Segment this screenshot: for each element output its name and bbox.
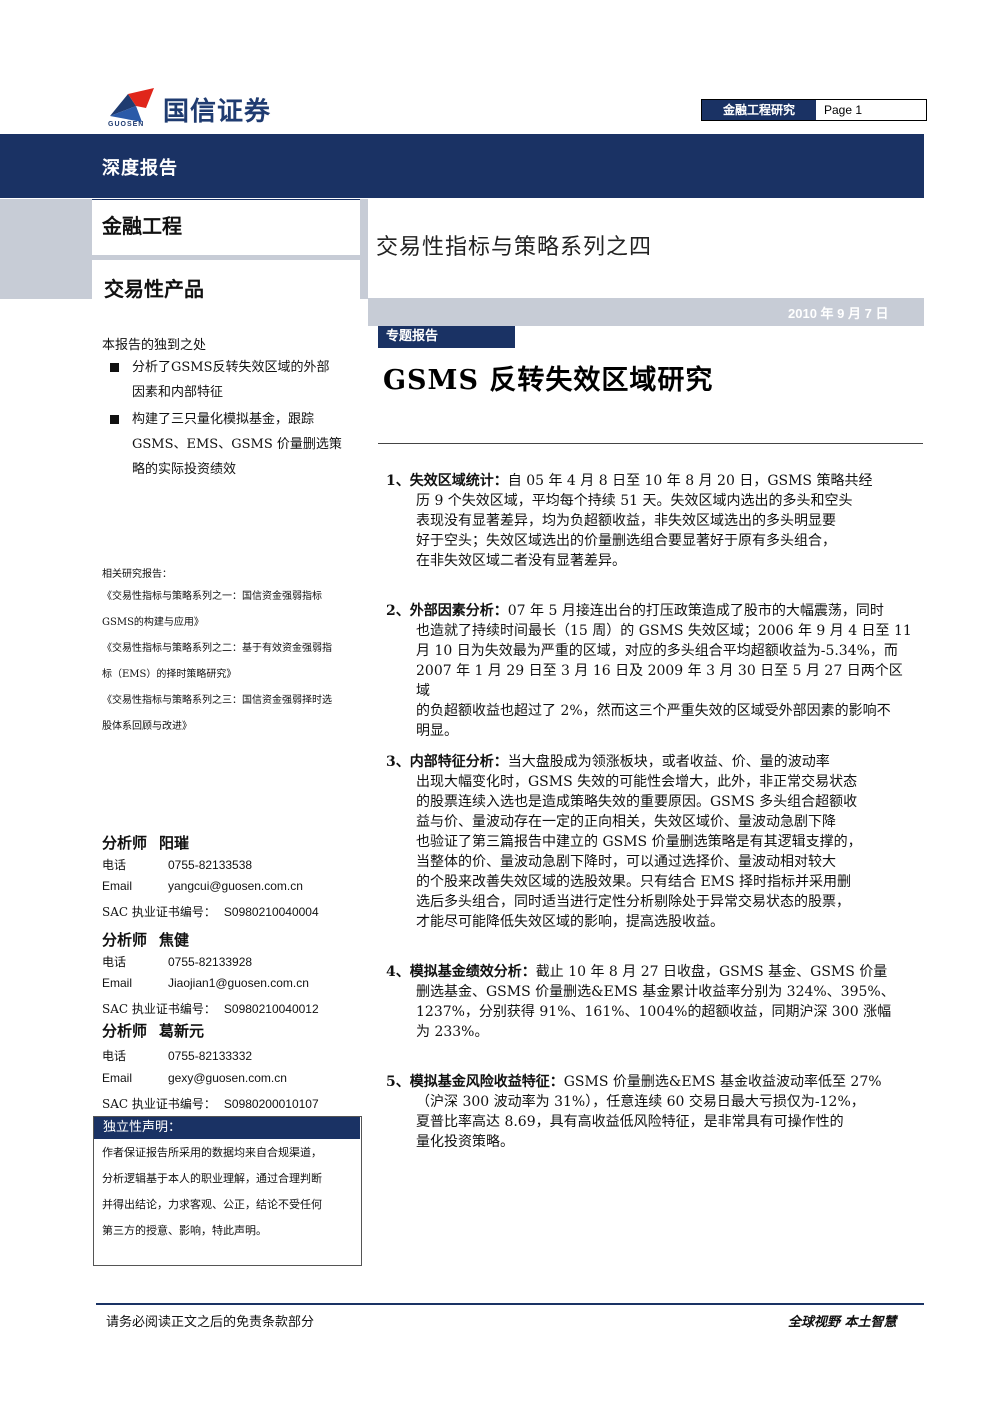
category-primary: 金融工程 xyxy=(102,214,182,238)
left-grey-band xyxy=(0,199,92,299)
analyst-sac: SAC 执业证书编号：S0980210040012 xyxy=(102,1002,319,1016)
related-report-line: 股体系回顾与改进》 xyxy=(102,721,192,732)
special-report-tag: 专题报告 xyxy=(378,326,515,348)
related-reports-list: 《交易性指标与策略系列之一：国信资金强弱指标 GSMS的构建与应用》 《交易性指… xyxy=(102,584,357,740)
footer-divider xyxy=(96,1303,924,1305)
unique-point-item: 构建了三只量化模拟基金，跟踪 GSMS、EMS、GSMS 价量删选策 略的实际投… xyxy=(110,407,355,482)
unique-point-line: 构建了三只量化模拟基金，跟踪 xyxy=(132,412,315,427)
unique-point-line: GSMS、EMS、GSMS 价量删选策 xyxy=(132,437,342,452)
declaration-body: 作者保证报告所采用的数据均来自合规渠道， 分析逻辑基于本人的职业理解，通过合理判… xyxy=(102,1140,357,1244)
analyst-name: 葛新元 xyxy=(159,1022,205,1040)
related-report-line: 标（EMS）的择时策略研究》 xyxy=(102,669,237,680)
unique-point-line: 略的实际投资绩效 xyxy=(132,462,237,477)
related-report-line: GSMS的构建与应用》 xyxy=(102,617,204,628)
footer-disclaimer: 请务必阅读正文之后的免责条款部分 xyxy=(106,1315,315,1330)
category-secondary: 交易性产品 xyxy=(104,277,204,301)
unique-point-item: 分析了GSMS反转失效区域的外部 因素和内部特征 xyxy=(110,355,355,405)
related-report-line: 《交易性指标与策略系列之一：国信资金强弱指标 xyxy=(102,591,322,602)
department-label: 金融工程研究 xyxy=(702,100,816,120)
category-box-primary xyxy=(92,199,360,256)
series-title: 交易性指标与策略系列之四 xyxy=(376,235,653,260)
related-report-line: 《交易性指标与策略系列之二：基于有效资金强弱指 xyxy=(102,643,332,654)
main-title: GSMS 反转失效区域研究 xyxy=(383,365,714,396)
declaration-heading: 独立性声明： xyxy=(94,1117,360,1139)
summary-point: 3、内部特征分析：当大盘股成为领涨板块，或者收益、价、量的波动率 出现大幅变化时… xyxy=(386,754,862,930)
declaration-line: 作者保证报告所采用的数据均来自合规渠道， xyxy=(102,1146,322,1159)
related-reports-heading: 相关研究报告： xyxy=(102,569,172,580)
report-type-banner xyxy=(0,134,924,198)
analyst-name-row: 分析师阳璀 xyxy=(102,832,189,853)
footer-slogan: 全球视野 本土智慧 xyxy=(788,1315,897,1330)
header-info-box: 金融工程研究 Page 1 xyxy=(701,99,927,121)
declaration-line: 并得出结论，力求客观、公正，结论不受任何 xyxy=(102,1198,322,1211)
analyst-role: 分析师 xyxy=(102,834,148,852)
declaration-line: 分析逻辑基于本人的职业理解，通过合理判断 xyxy=(102,1172,322,1185)
analyst-role: 分析师 xyxy=(102,931,148,949)
analyst-sac: SAC 执业证书编号：S0980200010107 xyxy=(102,1097,319,1111)
category-separator xyxy=(92,255,360,260)
guosen-logo-icon xyxy=(110,88,154,122)
summary-point: 2、外部因素分析：07 年 5 月接连出台的打压政策造成了股市的大幅震荡，同时 … xyxy=(386,603,912,739)
title-divider xyxy=(378,443,923,444)
report-type-title: 深度报告 xyxy=(102,158,178,179)
declaration-line: 第三方的授意、影响，特此声明。 xyxy=(102,1224,267,1237)
independence-declaration-box xyxy=(93,1116,362,1266)
bullet-square-icon xyxy=(110,363,119,372)
summary-point: 5、模拟基金风险收益特征：GSMS 价量删选&EMS 基金收益波动率低至 27%… xyxy=(386,1074,882,1150)
analyst-sac: SAC 执业证书编号：S0980210040004 xyxy=(102,905,319,919)
analyst-name-row: 分析师葛新元 xyxy=(102,1020,204,1041)
page-number: Page 1 xyxy=(824,103,863,117)
analyst-name-row: 分析师焦健 xyxy=(102,929,189,950)
date-band xyxy=(368,298,924,326)
analyst-name: 阳璀 xyxy=(159,834,190,852)
logo-english: GUOSEN xyxy=(108,121,145,128)
logo-text: 国信证券 xyxy=(163,96,272,126)
unique-points-heading: 本报告的独到之处 xyxy=(102,338,207,353)
analyst-role: 分析师 xyxy=(102,1022,148,1040)
analyst-name: 焦健 xyxy=(159,931,190,949)
related-report-line: 《交易性指标与策略系列之三：国信资金强弱择时选 xyxy=(102,695,332,706)
unique-point-line: 分析了GSMS反转失效区域的外部 xyxy=(132,360,330,375)
middle-grey-band xyxy=(360,199,368,299)
unique-point-line: 因素和内部特征 xyxy=(132,385,224,400)
report-date: 2010 年 9 月 7 日 xyxy=(788,306,889,321)
summary-point: 4、模拟基金绩效分析：截止 10 年 8 月 27 日收盘，GSMS 基金、GS… xyxy=(386,964,895,1040)
bullet-square-icon xyxy=(110,415,119,424)
summary-point: 1、失效区域统计：自 05 年 4 月 8 日至 10 年 8 月 20 日，G… xyxy=(386,473,873,569)
